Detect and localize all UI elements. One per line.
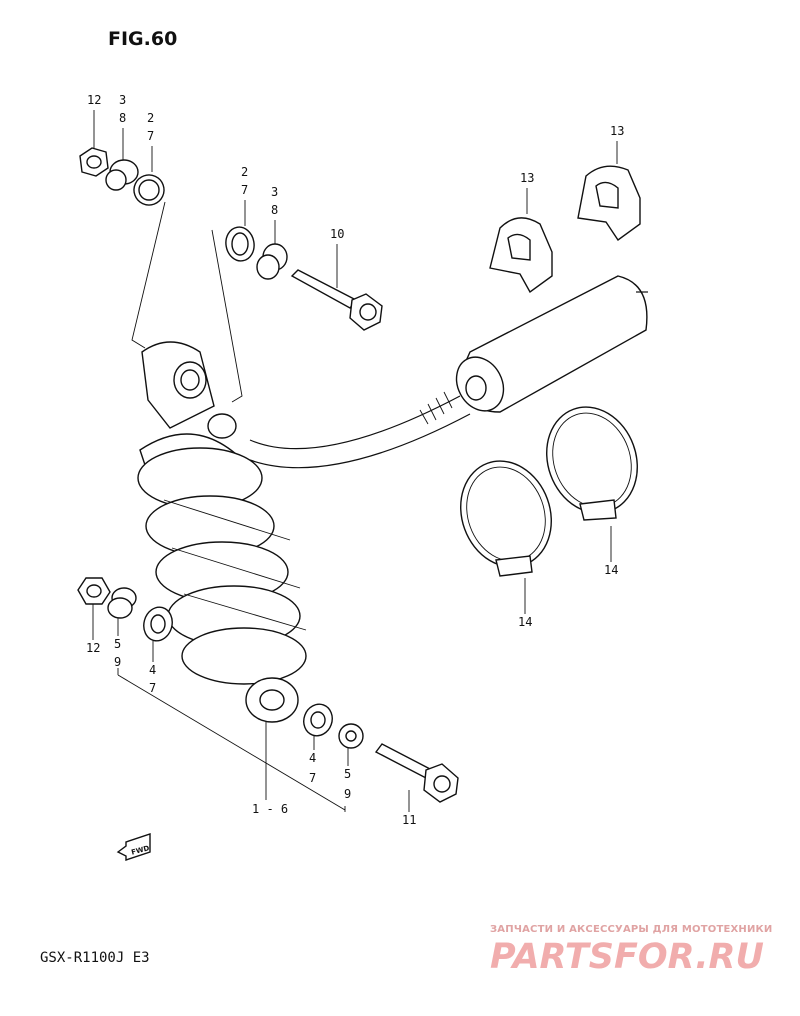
bush-part-5-bottom [338,723,364,749]
callout-2-top: 2 [147,111,154,125]
callout-13-right: 13 [610,124,624,138]
cushion-part-13-left [489,217,553,294]
coil-spring [137,433,307,685]
callout-3-mid: 3 [271,185,278,199]
callout-11: 11 [402,813,416,827]
callout-8-mid: 8 [271,203,278,217]
reservoir-clamps [460,406,638,577]
reservoir-canister [455,275,648,413]
callout-7-left: 7 [149,681,156,695]
callout-9-left: 9 [114,655,121,669]
watermark-caption: ЗАПЧАСТИ И АКСЕССУАРЫ ДЛЯ МОТОТЕХНИКИ [490,924,773,935]
callout-5-left: 5 [114,637,121,651]
watermark-brand: PARTSFOR.RU [490,937,764,977]
callout-4-left: 4 [149,663,156,677]
shock-upper-eye [141,341,237,439]
nut-part-12-top [79,147,109,177]
lower-left-hardware [77,577,173,642]
washer-part-4-left [143,606,173,642]
shock-lower-eye [245,677,299,723]
callout-9-bottom: 9 [344,787,351,801]
bush-part-5-left [107,587,137,619]
callout-12-bottom: 12 [86,641,100,655]
callout-2-mid: 2 [241,165,248,179]
bush-part-3-mid [256,243,288,280]
callout-3-top: 3 [119,93,126,107]
bolt-part-10 [290,269,383,331]
lower-right-hardware [303,703,459,803]
washer-part-2-top [133,174,165,206]
washer-part-2-mid [225,226,255,262]
callout-10: 10 [330,227,344,241]
callout-7-top: 7 [147,129,154,143]
callout-8-top: 8 [119,111,126,125]
reservoir-assembly [249,275,648,469]
callout-7-mid: 7 [241,183,248,197]
leader-lines [92,110,618,812]
mid-hardware [225,226,383,331]
figure-title: FIG.60 [108,28,177,50]
shock-absorber-part-1-6 [137,341,307,723]
upper-hardware [79,147,165,206]
callouts: 12 3 8 2 7 2 7 3 8 10 13 13 12 5 9 4 7 1… [86,93,624,827]
bush-part-3-top [105,159,139,191]
nut-part-12-bottom [77,577,111,605]
callout-4-bottom: 4 [309,751,316,765]
callout-12-top: 12 [87,93,101,107]
callout-13-left: 13 [520,171,534,185]
bolt-part-11 [374,743,459,803]
clamp-part-14-left [460,460,552,577]
callout-14-right: 14 [604,563,618,577]
clamp-part-14-right [546,406,638,521]
watermark: ЗАПЧАСТИ И АКСЕССУАРЫ ДЛЯ МОТОТЕХНИКИ PA… [490,924,773,977]
cushion-rubbers [489,165,641,294]
fwd-arrow-icon: FWD [116,833,151,861]
cushion-part-13-right [577,165,641,241]
model-code: GSX-R1100J E3 [40,950,150,966]
washer-part-4-bottom [303,703,333,737]
callout-14-left: 14 [518,615,532,629]
callout-1-6: 1 - 6 [252,802,288,816]
callout-5-bottom: 5 [344,767,351,781]
callout-7-bottom: 7 [309,771,316,785]
